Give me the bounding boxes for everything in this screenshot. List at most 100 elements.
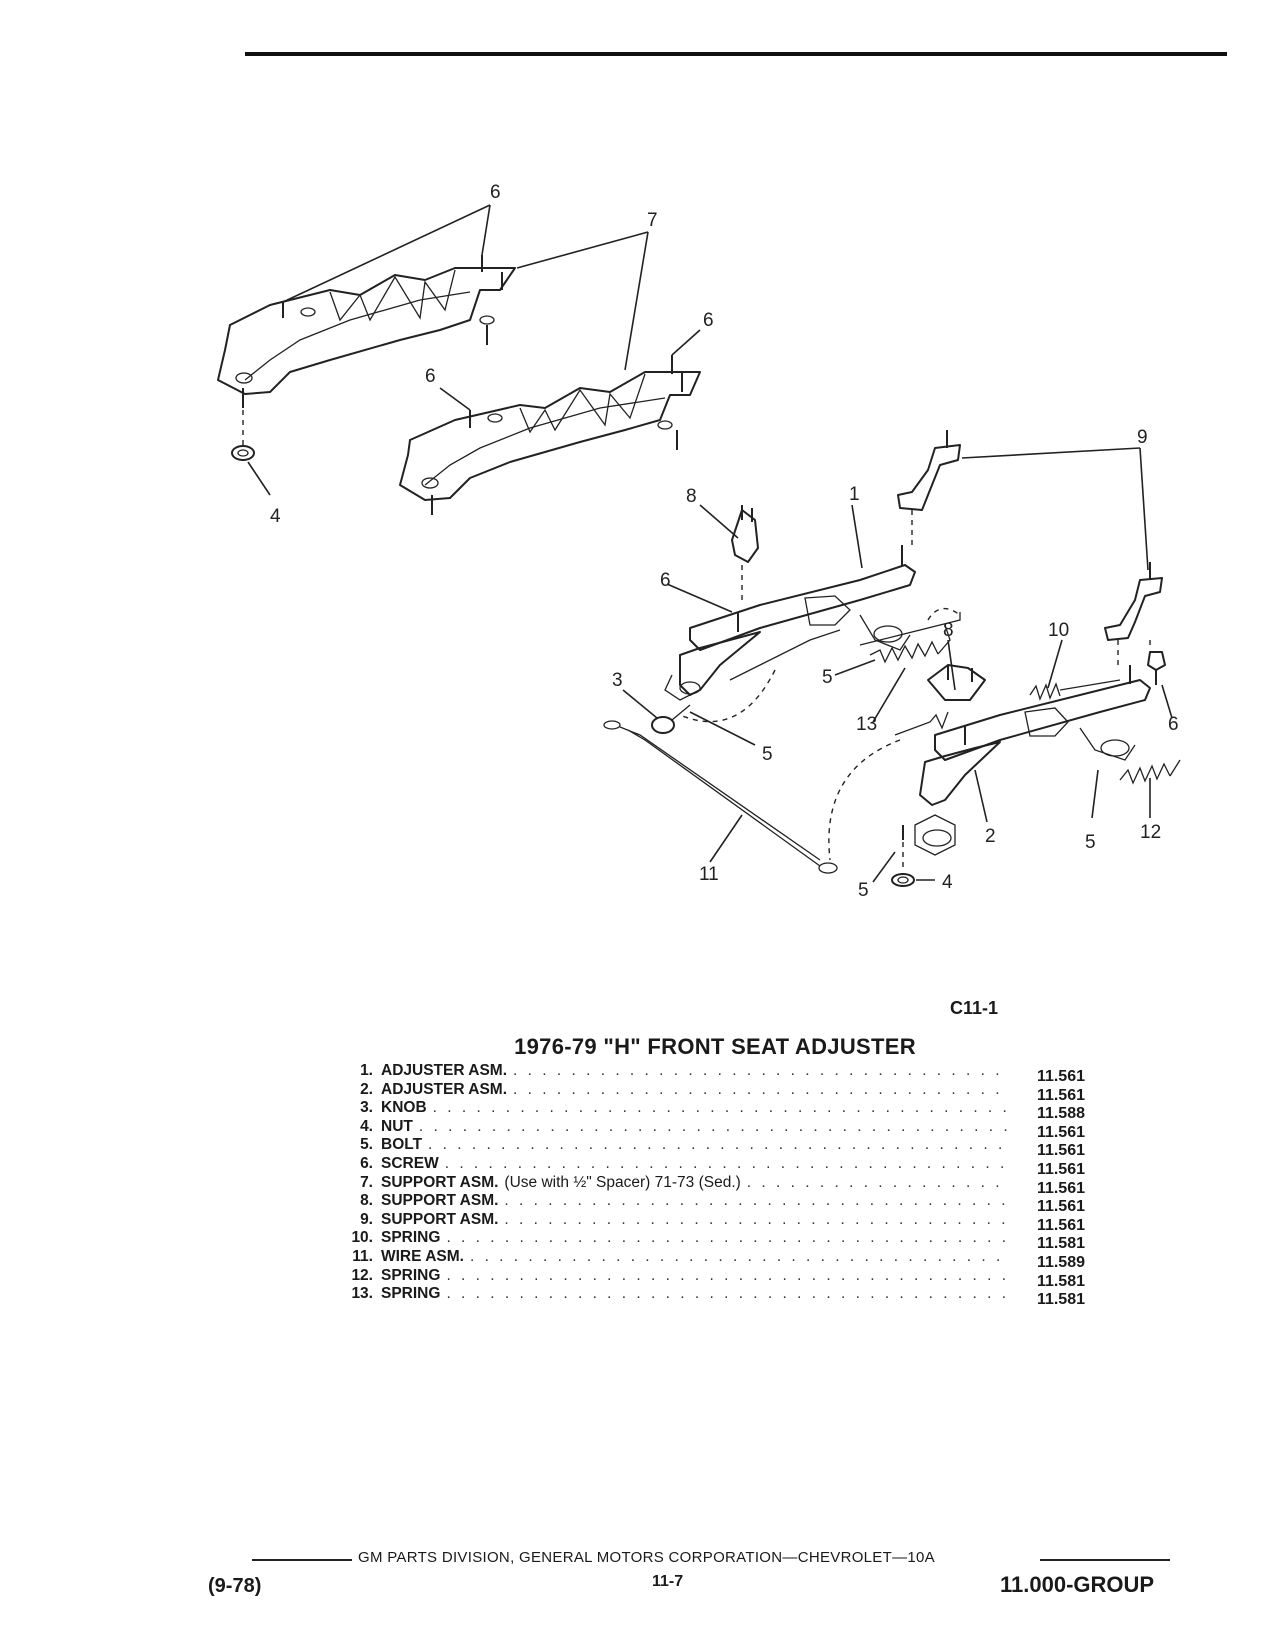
part-ref: 11.561 xyxy=(1036,1123,1085,1141)
part-name: ADJUSTER ASM. xyxy=(381,1080,508,1098)
support-asm-8-lower xyxy=(927,664,986,701)
part-ref: 11.581 xyxy=(1036,1272,1085,1290)
callout: 6 xyxy=(425,366,436,387)
parts-row: 11. WIRE ASM. 11.589 xyxy=(335,1247,1085,1271)
part-number: 7. xyxy=(360,1173,373,1191)
part-note: (Use with ½" Spacer) 71-73 (Sed.) xyxy=(504,1173,741,1191)
parts-row: 8. SUPPORT ASM. 11.561 xyxy=(335,1192,1085,1215)
part-number: 6. xyxy=(360,1154,373,1172)
callout: 6 xyxy=(490,182,501,203)
callout: 8 xyxy=(686,486,697,507)
part-name: SPRING xyxy=(381,1266,441,1284)
footer-rule-right xyxy=(1040,1559,1170,1561)
knob xyxy=(651,704,691,734)
screw-right xyxy=(1147,651,1166,685)
callout: 6 xyxy=(1168,714,1179,735)
part-name: SCREW xyxy=(381,1154,439,1172)
callout: 6 xyxy=(660,570,671,591)
part-name: SUPPORT ASM. xyxy=(381,1192,499,1210)
callout: 5 xyxy=(1085,832,1096,853)
callout: 8 xyxy=(943,620,954,641)
callout: 11 xyxy=(699,864,719,885)
parts-row: 2. ADJUSTER ASM. 11.561 xyxy=(335,1080,1085,1104)
callout: 12 xyxy=(1140,822,1161,843)
callout: 5 xyxy=(762,744,773,765)
part-number: 9. xyxy=(360,1210,373,1228)
top-rule xyxy=(245,52,1227,56)
callout: 4 xyxy=(942,872,953,893)
exploded-view-diagram: 6 7 6 6 4 9 8 1 6 3 5 5 13 8 10 6 11 2 5… xyxy=(217,182,1181,901)
part-ref: 11.561 xyxy=(1036,1160,1085,1178)
part-number: 11. xyxy=(352,1247,373,1265)
part-ref: 11.581 xyxy=(1036,1291,1085,1309)
parts-row: 5. BOLT 11.561 xyxy=(335,1136,1085,1159)
part-ref: 11.589 xyxy=(1036,1253,1085,1271)
callout: 10 xyxy=(1048,620,1069,641)
part-ref: 11.588 xyxy=(1036,1105,1085,1123)
nut-left xyxy=(231,410,255,461)
adjuster-asm-1 xyxy=(664,545,916,701)
parts-row: 10. SPRING 11.581 xyxy=(335,1229,1085,1252)
part-ref: 11.561 xyxy=(1036,1142,1085,1160)
spring-13 xyxy=(869,624,951,664)
support-asm-9 xyxy=(897,430,1163,670)
adjuster-asm-2 xyxy=(914,665,1151,856)
part-number: 10. xyxy=(351,1229,373,1247)
part-number: 1. xyxy=(360,1062,373,1079)
spring-10 xyxy=(1029,679,1121,701)
part-ref: 11.561 xyxy=(1036,1179,1085,1197)
part-name: BOLT xyxy=(381,1136,423,1154)
footer-page-number: 11-7 xyxy=(652,1573,684,1590)
assembly-arc-left xyxy=(679,669,776,723)
part-name: KNOB xyxy=(381,1099,427,1117)
footer-group: 11.000-GROUP xyxy=(1000,1572,1155,1597)
parts-row: 12.SPRING11.581 xyxy=(335,1266,1085,1290)
part-number: 4. xyxy=(360,1117,373,1135)
parts-row: 7. SUPPORT ASM. (Use with ½" Spacer) 71-73… xyxy=(335,1173,1085,1197)
support-bracket-lower xyxy=(399,355,701,515)
figure-code: C11-1 xyxy=(950,998,999,1018)
parts-row: 9. SUPPORT ASM. 11.561 xyxy=(335,1210,1085,1234)
part-name: SUPPORT ASM. xyxy=(381,1210,499,1228)
parts-row: 1. ADJUSTER ASM. 11.561 xyxy=(335,1062,1085,1085)
part-name: NUT xyxy=(381,1117,413,1135)
spring-12 xyxy=(1119,759,1181,785)
assembly-arc-right xyxy=(828,739,901,861)
part-name: SPRING xyxy=(381,1285,441,1303)
callout: 13 xyxy=(856,714,877,735)
parts-row: 4. NUT 11.561 xyxy=(335,1117,1085,1141)
parts-row: 13.SPRING11.581 xyxy=(335,1285,1085,1308)
part-name: SUPPORT ASM. xyxy=(381,1173,499,1191)
part-name: SPRING xyxy=(381,1229,441,1247)
wire-asm xyxy=(603,720,838,874)
footer-rule-left xyxy=(252,1559,352,1561)
callout: 4 xyxy=(270,506,281,527)
callout: 2 xyxy=(985,826,996,847)
callout-leaders xyxy=(247,204,1173,883)
part-ref: 11.561 xyxy=(1036,1068,1085,1085)
parts-row: 3.KNOB11.588 xyxy=(335,1099,1085,1122)
part-ref: 11.561 xyxy=(1036,1198,1085,1216)
part-ref: 11.561 xyxy=(1036,1086,1085,1104)
callout: 9 xyxy=(1137,427,1148,448)
assembly-arc-top xyxy=(927,607,961,621)
spring-link xyxy=(859,612,961,736)
callout: 6 xyxy=(703,310,714,331)
callout: 7 xyxy=(647,210,658,231)
support-asm-8-upper xyxy=(731,505,759,600)
callout: 5 xyxy=(858,880,869,901)
part-number: 5. xyxy=(360,1136,373,1154)
footer-date: (9-78) xyxy=(208,1575,262,1597)
parts-list: 1. ADJUSTER ASM. 11.561 2. ADJUSTER ASM. 11.… xyxy=(335,1062,1085,1308)
support-bracket-upper xyxy=(217,255,516,408)
parts-row: 6. SCREW 11.561 xyxy=(335,1154,1085,1178)
part-name: WIRE ASM. xyxy=(381,1247,464,1265)
part-name: ADJUSTER ASM. xyxy=(381,1062,508,1079)
part-number: 2. xyxy=(360,1080,373,1098)
callout-labels: 6 7 6 6 4 9 8 1 6 3 5 5 13 8 10 6 11 2 5… xyxy=(270,182,1179,901)
part-number: 8. xyxy=(360,1192,373,1210)
part-ref: 11.581 xyxy=(1036,1235,1085,1253)
footer-publisher: GM PARTS DIVISION, GENERAL MOTORS CORPOR… xyxy=(358,1549,935,1566)
part-ref: 11.561 xyxy=(1036,1216,1085,1234)
nut-bolt-lower xyxy=(891,825,915,887)
